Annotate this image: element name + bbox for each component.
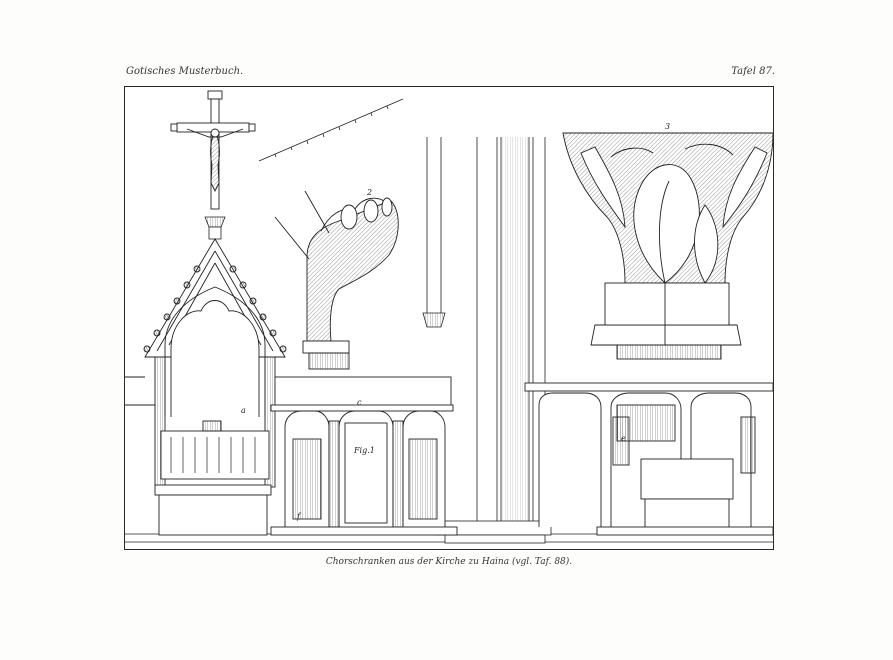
canopy-finial	[204, 216, 226, 240]
plate-number: Tafel 87.	[731, 66, 775, 77]
scale-bar	[258, 98, 404, 162]
detail-2-leaf-terminal	[274, 190, 399, 370]
engraving-drawing: 2	[125, 90, 773, 544]
crucifix	[170, 90, 256, 210]
fig-1-label: Fig.1	[353, 446, 375, 455]
label-f: f	[296, 512, 302, 521]
plate-caption: Chorschranken aus der Kirche zu Haina (v…	[325, 557, 573, 567]
detail-3-foliage-capital	[562, 132, 773, 360]
book-title: Gotisches Musterbuch.	[126, 66, 244, 77]
middle-column	[422, 137, 552, 544]
label-c: c	[357, 398, 362, 407]
gothic-canopy	[125, 238, 287, 536]
choir-screen-fig1	[270, 376, 458, 536]
choir-screen-right	[524, 382, 773, 536]
detail-2-label: 2	[366, 188, 372, 197]
label-e: e	[621, 434, 626, 443]
engraving-frame: 2	[124, 86, 774, 550]
label-a: a	[241, 406, 246, 415]
detail-3-label: 3	[665, 122, 670, 131]
